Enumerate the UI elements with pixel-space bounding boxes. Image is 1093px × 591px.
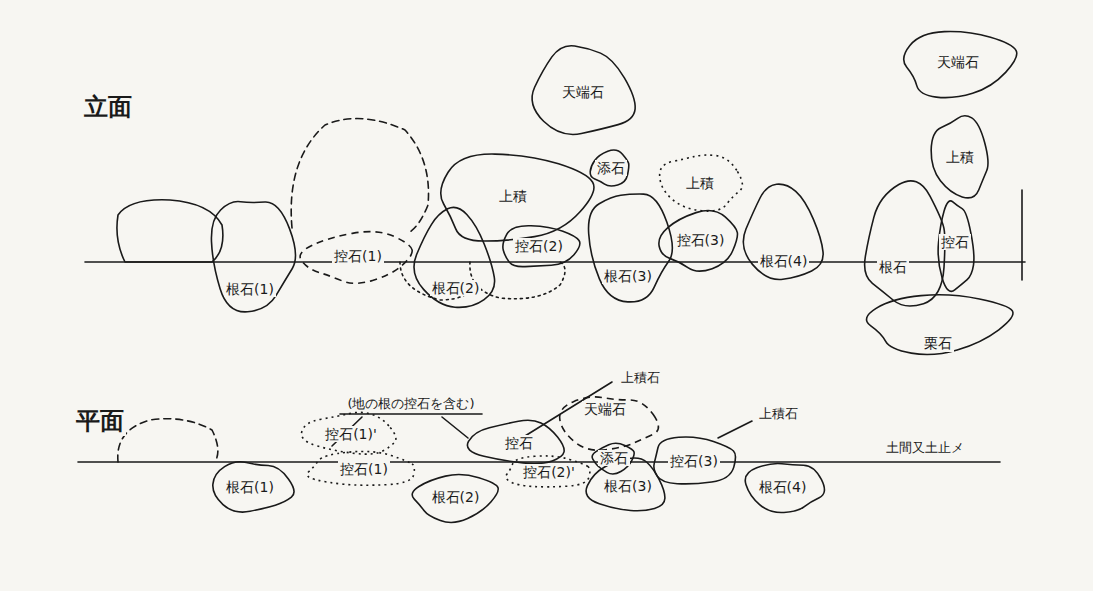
stone-node: 控石	[458, 418, 580, 468]
stone-outline	[118, 419, 218, 462]
stone-label: 控石(1)'	[323, 426, 379, 442]
stone-node: 添石	[587, 147, 635, 189]
stone-label: 添石	[598, 450, 630, 466]
stone-outline-path	[560, 397, 659, 450]
stone-outline-path	[654, 437, 736, 484]
stone-label: 天端石	[582, 401, 628, 417]
stone-node: 控石(2)	[493, 220, 585, 272]
stone-node: 根石(2)	[408, 468, 503, 526]
stone-node: 上積	[650, 150, 750, 216]
stone-outline-path	[592, 443, 634, 474]
stone-outline	[736, 178, 831, 293]
stone-node: 控石	[933, 195, 977, 300]
stone-outline-path	[441, 154, 594, 241]
stone-node: 控石(3)	[645, 430, 743, 492]
stone-node: 根石(1)	[200, 458, 300, 516]
stone-node: 控石(2)'	[498, 452, 600, 492]
stone-node: 控石(3)	[653, 205, 748, 275]
stone-node: 上積	[925, 110, 995, 205]
stone-label: 根石	[877, 259, 909, 275]
stone-label: 上積	[944, 149, 976, 165]
stone-label: 天端石	[935, 54, 981, 70]
stone-outline-path	[503, 226, 580, 267]
stone-outline-path	[866, 295, 1013, 355]
stone-outline-path	[302, 412, 396, 454]
stone-outline-path	[506, 456, 590, 487]
stone-outline	[291, 119, 428, 232]
stone-outline-path	[307, 451, 414, 485]
stone-label: 控石(3)	[675, 232, 727, 248]
stone-outline	[578, 182, 678, 312]
stone-label: 控石(2)'	[521, 464, 577, 480]
note-label: 上積石	[619, 371, 662, 386]
stone-node: 根石(4)	[735, 458, 830, 516]
stone-label: 根石(4)	[758, 253, 810, 269]
stone-label: 天端石	[560, 84, 606, 100]
note-label: 土間又土止メ	[884, 441, 966, 456]
stone-outline-path	[532, 46, 635, 135]
view-title: 立面	[82, 94, 134, 122]
stone-label: 控石(2)	[513, 238, 565, 254]
stone-node: 上積	[425, 140, 600, 252]
stone-label: 控石	[503, 435, 535, 451]
stone-outline-path	[660, 155, 743, 211]
stone-outline-path	[659, 210, 738, 271]
stone-outline-path	[412, 475, 498, 523]
stone-outline-path	[931, 116, 988, 198]
stone-label: 根石(2)	[430, 280, 482, 296]
stone-outline	[200, 188, 300, 323]
stone-label: 控石(1)	[338, 461, 390, 477]
stone-outline-path	[865, 181, 945, 306]
stone-label: 栗石	[922, 335, 954, 351]
stone-outline	[470, 262, 565, 299]
stone-outline-path	[211, 202, 295, 312]
stone-outline-path	[743, 184, 823, 279]
stone-node: 控石(1)'	[292, 410, 410, 458]
stone-outline-path	[213, 462, 294, 512]
stone-outline-path	[590, 150, 629, 186]
note-label: (地の根の控石を含む)	[345, 397, 476, 412]
stone-outline-path	[745, 463, 824, 512]
stone-node: 控石(1)	[293, 226, 423, 286]
stone-label: 上積	[684, 175, 716, 191]
stone-node: 天端石	[545, 392, 665, 454]
stone-label: 控石(3)	[668, 453, 720, 469]
section-line	[1021, 190, 1023, 280]
bracket-line	[340, 413, 482, 415]
stone-outline-path	[467, 420, 564, 463]
stone-outline	[408, 202, 503, 322]
stone-node: 控石(1)	[298, 448, 430, 490]
view-title: 平面	[74, 408, 126, 436]
stone-label: 控石	[939, 234, 971, 250]
stone-node: 天端石	[520, 40, 645, 145]
stone-label: 根石(3)	[602, 478, 654, 494]
stone-label: 根石(3)	[602, 268, 654, 284]
stone-node: 栗石	[858, 285, 1018, 360]
stone-outline-path	[300, 232, 412, 284]
stone-outline	[117, 200, 223, 262]
stone-node: 根石(1)	[200, 188, 300, 323]
stone-node: 天端石	[895, 20, 1020, 105]
leader-line	[718, 421, 752, 438]
stone-outline-path	[414, 207, 495, 307]
stone-label: 根石(4)	[757, 479, 809, 495]
stone-node: 根石(2)	[408, 202, 503, 322]
stone-node: 根石(4)	[736, 178, 831, 293]
stone-label: 根石(1)	[224, 479, 276, 495]
stone-label: 控石(1)	[332, 248, 384, 264]
note-label: 上積石	[757, 407, 800, 422]
leader-line	[442, 417, 468, 438]
stone-label: 根石(2)	[430, 489, 482, 505]
stone-label: 添石	[595, 160, 627, 176]
stone-label: 上積	[497, 188, 529, 204]
stone-outline-path	[904, 32, 1017, 98]
stone-outline-path	[938, 201, 974, 291]
stone-node: 根石(3)	[578, 182, 678, 312]
stone-label: 根石(1)	[224, 281, 276, 297]
